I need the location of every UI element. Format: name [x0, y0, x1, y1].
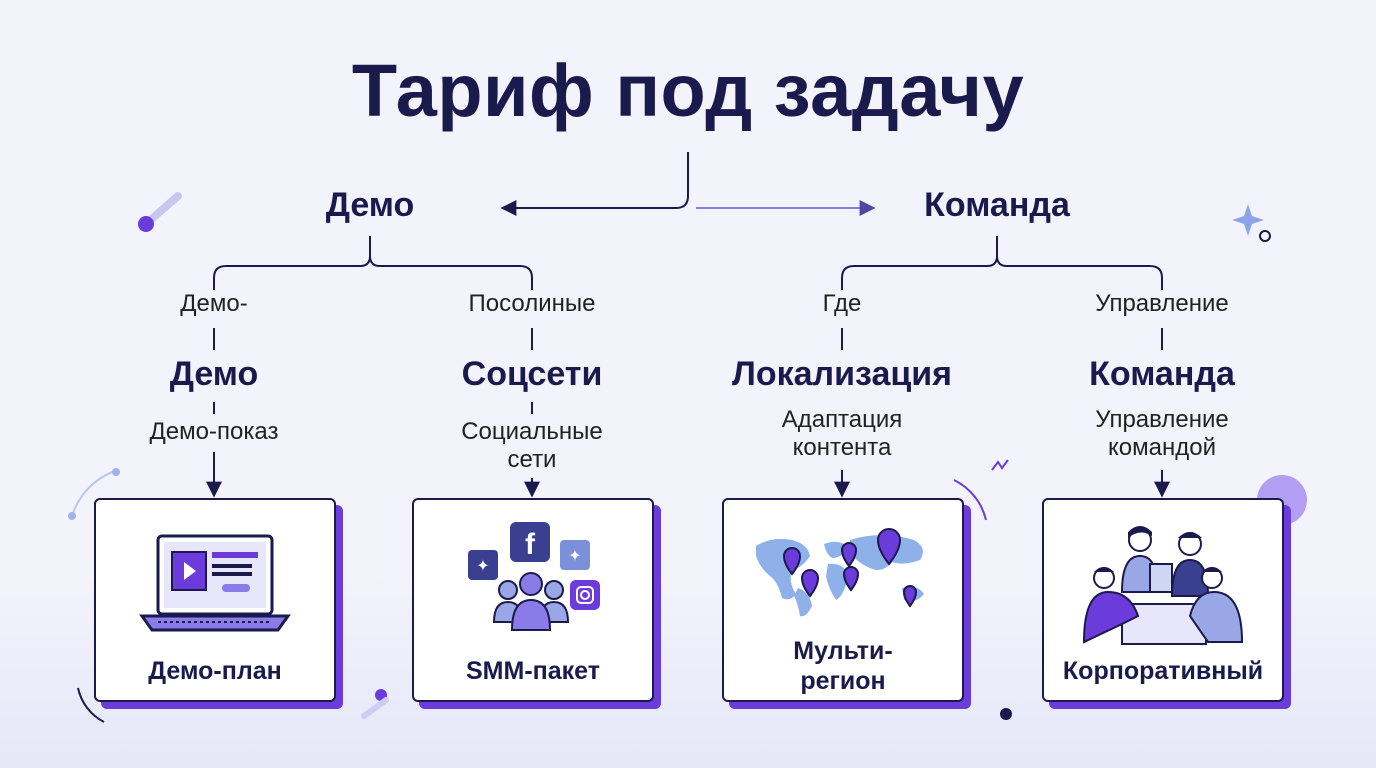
- desc-line: командой: [1108, 434, 1216, 461]
- plan-card-smm[interactable]: ✦ f ✦ SMM-пакет: [412, 498, 654, 702]
- plan-card-multiregion[interactable]: Мульти- регион: [722, 498, 964, 702]
- card-label: Корпоративный: [1062, 657, 1264, 685]
- col-social-name: Соцсети: [461, 355, 603, 393]
- card-label: SMM-пакет: [466, 657, 600, 685]
- card-label: Демо-план: [148, 657, 282, 685]
- col-local-name: Локализация: [731, 355, 953, 393]
- branch-demo-label: Демо: [325, 186, 415, 224]
- team-meeting-icon: [1082, 526, 1244, 645]
- svg-text:✦: ✦: [476, 556, 489, 575]
- desc-line: Управление: [1095, 406, 1229, 433]
- col-team-desc: Управление командой: [1042, 406, 1282, 462]
- col-local-desc: Адаптация контента: [722, 406, 962, 462]
- plan-card-demo[interactable]: Демо-план: [94, 498, 336, 702]
- desc-line: сети: [507, 446, 557, 473]
- card-label: Мульти- регион: [724, 636, 962, 696]
- card-label-line: регион: [800, 667, 886, 695]
- page-title: Тариф под задачу: [351, 49, 1025, 132]
- col-social-desc: Социальные сети: [412, 418, 652, 474]
- svg-text:f: f: [525, 528, 536, 561]
- col-team-top-text: Управление: [1095, 290, 1229, 317]
- world-map-icon: [756, 528, 924, 617]
- branch-team-label: Команда: [924, 186, 1070, 224]
- col-social-top-text: Посолиные: [468, 290, 596, 317]
- col-demo-top-text: Демо-: [180, 290, 248, 317]
- col-team-name: Команда: [1089, 355, 1235, 393]
- card-label-line: Мульти-: [793, 637, 893, 665]
- plan-card-corporate[interactable]: Корпоративный: [1042, 498, 1284, 702]
- desc-line: Адаптация: [781, 406, 903, 433]
- desc-line: Демо-показ: [149, 418, 279, 445]
- col-local-top-text: Где: [822, 290, 862, 317]
- desc-line: Социальные: [461, 418, 603, 445]
- col-demo-name: Демо: [169, 355, 259, 393]
- social-media-icon: ✦ f ✦: [468, 522, 600, 631]
- laptop-video-icon: [139, 534, 291, 632]
- col-demo-desc: Демо-показ: [94, 418, 334, 446]
- svg-text:✦: ✦: [568, 546, 581, 565]
- desc-line: контента: [792, 434, 892, 461]
